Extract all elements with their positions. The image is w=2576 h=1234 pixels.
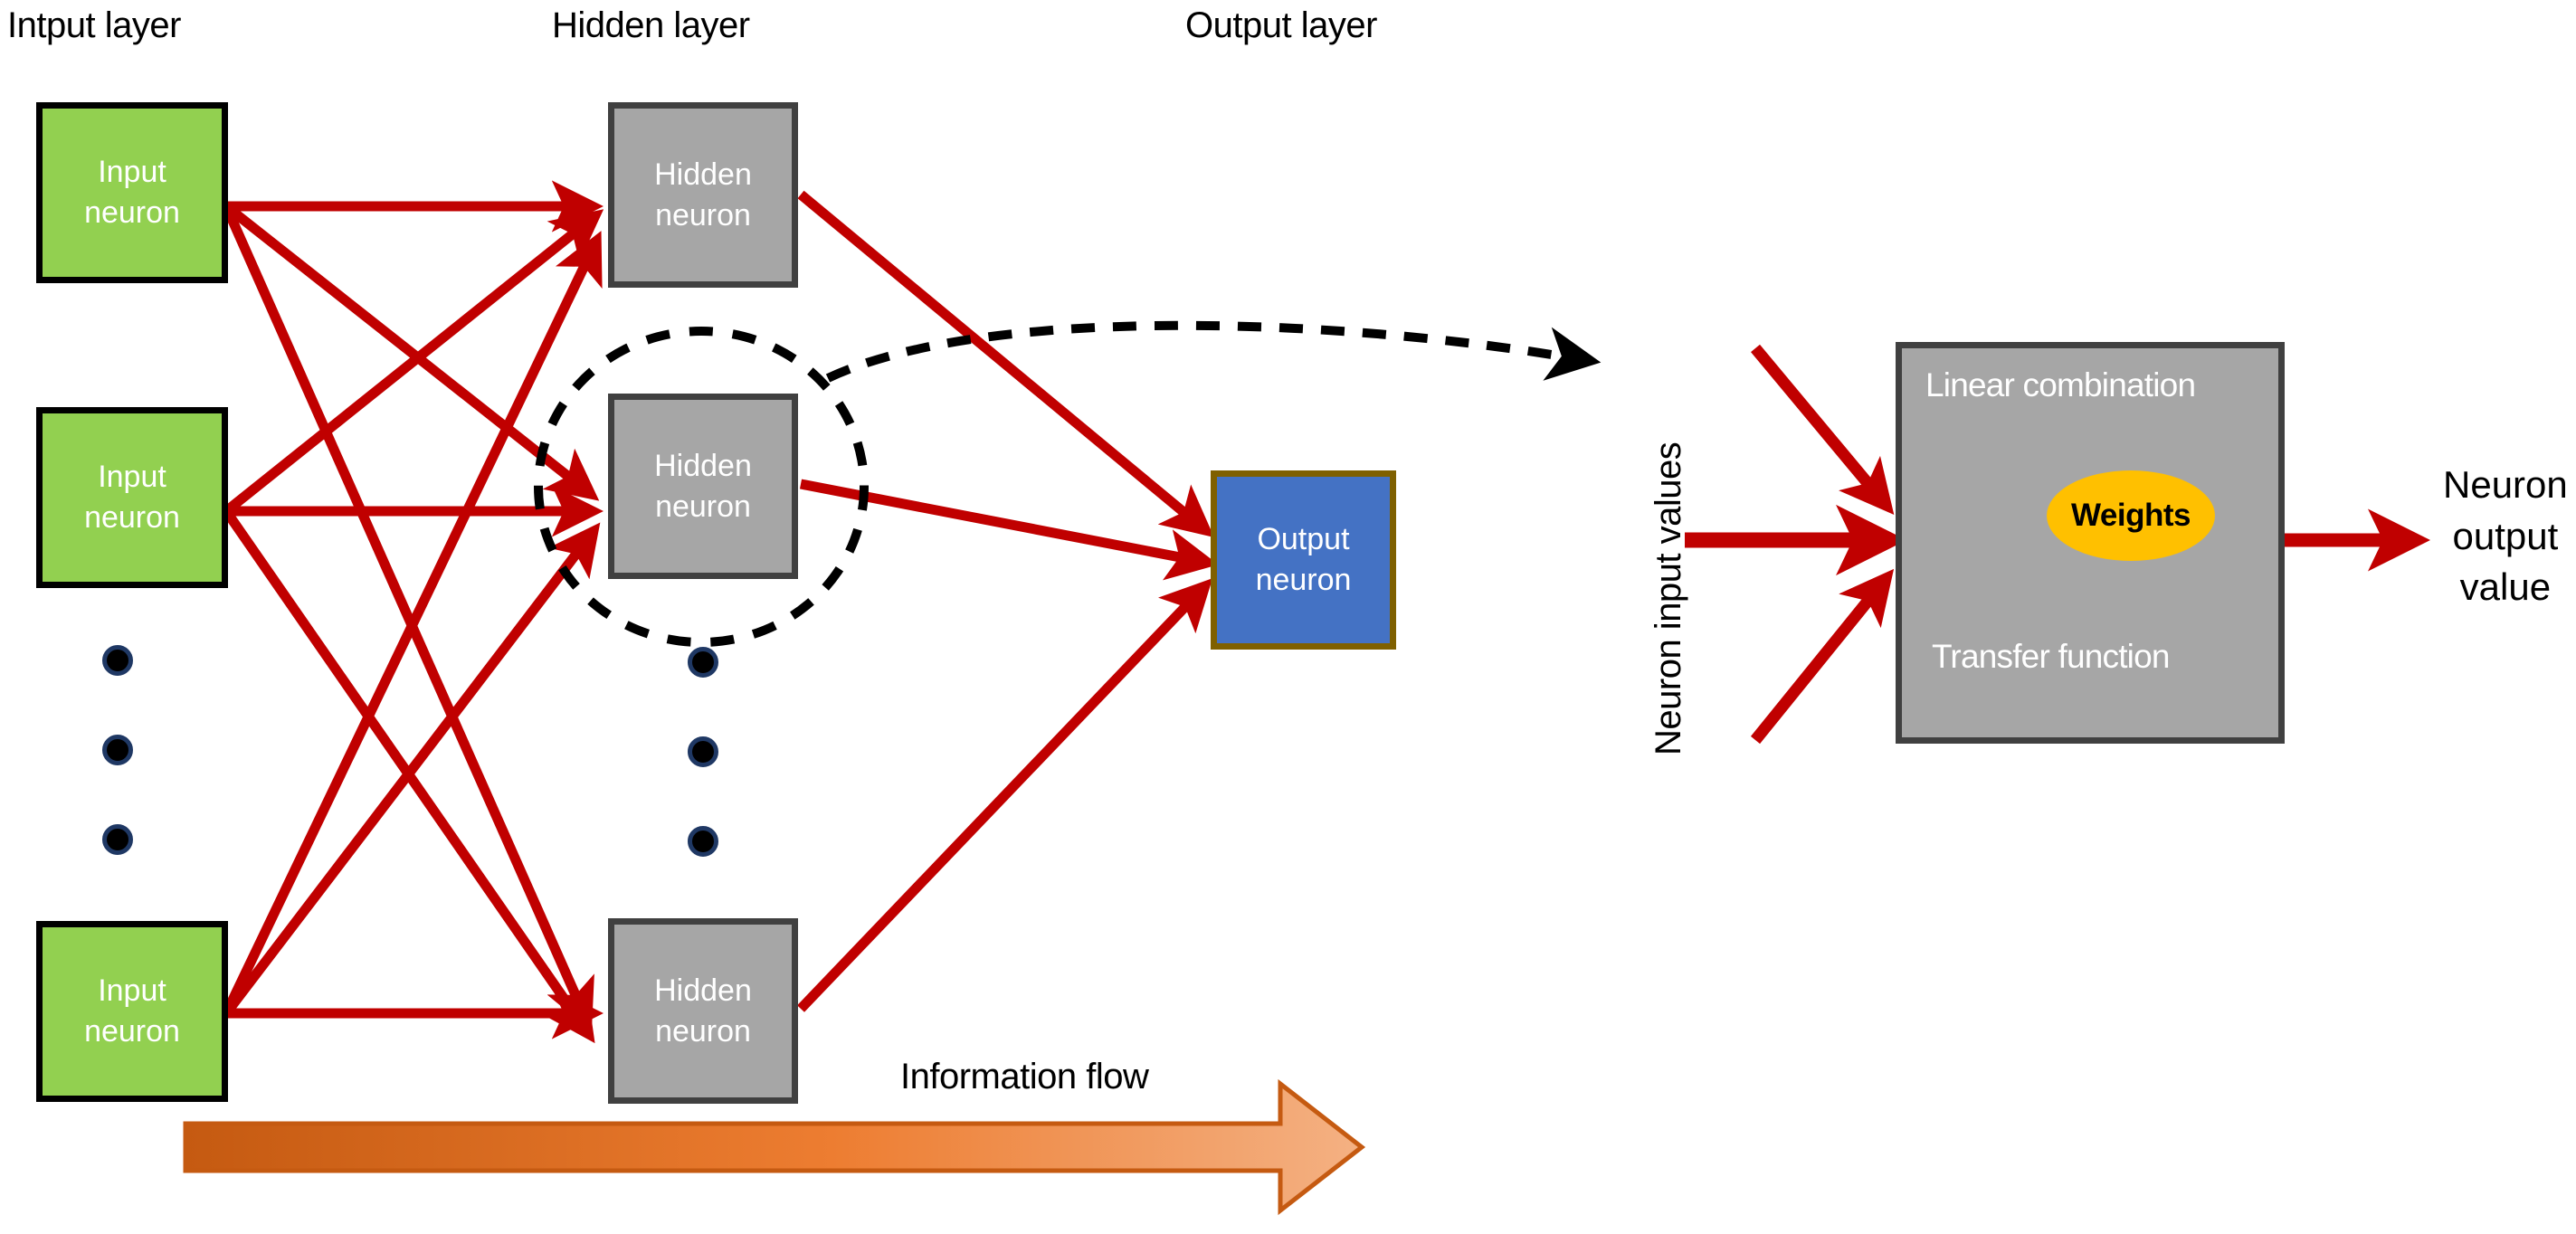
edge-group-input1	[221, 180, 604, 1032]
hidden-neuron-1[interactable]: Hidden neuron	[608, 102, 798, 288]
output-neuron[interactable]: Output neuron	[1211, 470, 1396, 650]
hidden-layer-title: Hidden layer	[552, 5, 750, 45]
hidden-neuron-1-line1: Hidden	[654, 157, 752, 192]
neuron-output-value-line3: value	[2459, 565, 2552, 609]
input-ellipsis-dot-1	[102, 645, 133, 676]
linear-combination-label: Linear combination	[1925, 366, 2196, 403]
hidden-neuron-3-line2: neuron	[655, 1013, 751, 1049]
input-neuron-3-line2: neuron	[84, 1014, 180, 1049]
callout-arrow	[825, 320, 1602, 383]
neuron-output-value-line2: output	[2452, 514, 2559, 557]
input-neuron-1-line2: neuron	[84, 195, 180, 230]
input-neuron-3-line1: Input	[98, 973, 166, 1009]
hidden-neuron-2-line1: Hidden	[654, 448, 752, 483]
input-neuron-2[interactable]: Input neuron	[36, 407, 228, 588]
hidden-neuron-3[interactable]: Hidden neuron	[608, 918, 798, 1104]
edge-group-hidden-to-output	[797, 190, 1219, 1012]
hidden-neuron-2[interactable]: Hidden neuron	[608, 394, 798, 579]
hidden-neuron-2-line2: neuron	[655, 489, 751, 524]
information-flow-label: Information flow	[900, 1057, 1149, 1096]
detail-input-arrows	[1685, 344, 1907, 745]
hidden-neuron-3-line1: Hidden	[654, 973, 752, 1008]
neuron-input-values-label: Neuron input values	[1649, 441, 1688, 755]
hidden-ellipsis-dot-1	[688, 647, 718, 678]
hidden-ellipsis-dot-3	[688, 826, 718, 857]
edge-group-input2	[222, 209, 604, 1044]
input-neuron-3[interactable]: Input neuron	[36, 921, 228, 1102]
hidden-neuron-1-line2: neuron	[655, 197, 751, 233]
weights-ellipse: Weights	[2047, 470, 2215, 561]
hidden-ellipsis-dot-2	[688, 736, 718, 767]
input-neuron-1-line1: Input	[98, 155, 166, 190]
input-ellipsis-dot-3	[102, 824, 133, 855]
input-neuron-1[interactable]: Input neuron	[36, 102, 228, 283]
output-neuron-line2: neuron	[1255, 563, 1352, 597]
neuron-output-value-label: Neuron output value	[2443, 460, 2568, 613]
input-ellipsis-dot-2	[102, 735, 133, 765]
neuron-output-value-line1: Neuron	[2443, 463, 2568, 506]
input-neuron-2-line1: Input	[98, 460, 166, 495]
edge-group-input3	[222, 231, 604, 1039]
output-neuron-line1: Output	[1257, 522, 1350, 557]
transfer-function-label: Transfer function	[1932, 638, 2170, 675]
input-neuron-2-line2: neuron	[84, 500, 180, 535]
output-layer-title: Output layer	[1185, 5, 1377, 45]
input-layer-title: Intput layer	[7, 5, 181, 45]
